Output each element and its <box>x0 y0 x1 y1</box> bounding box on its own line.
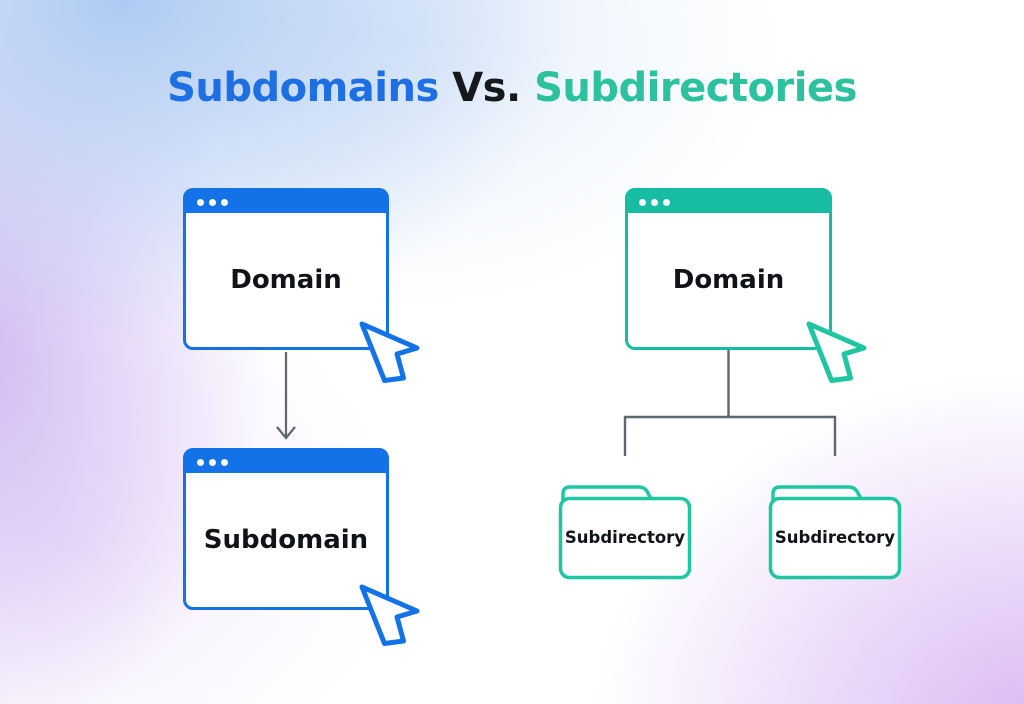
browser-window-domain-teal: Domain <box>625 188 832 350</box>
window-label: Domain <box>230 265 342 295</box>
cursor-arrow-icon <box>359 321 420 383</box>
browser-window-subdomain: Subdomain <box>183 448 389 610</box>
tree-connector <box>623 350 837 456</box>
down-arrow-icon <box>276 352 296 440</box>
cursor-arrow-icon <box>806 321 867 383</box>
window-dot-icon <box>221 198 228 206</box>
folder-shape <box>558 485 692 580</box>
window-label: Subdomain <box>203 525 369 555</box>
window-dot-icon <box>639 198 646 206</box>
browser-window-domain-blue: Domain <box>183 188 389 350</box>
window-body: Subdomain <box>186 473 386 607</box>
window-dot-icon <box>209 458 216 466</box>
title-subdirectories: Subdirectories <box>534 65 857 111</box>
title-subdomains: Subdomains <box>167 65 439 111</box>
window-dot-icon <box>651 198 658 206</box>
folder-shape <box>768 485 902 580</box>
folder-label: Subdirectory <box>774 528 896 547</box>
window-dot-icon <box>197 198 204 206</box>
window-label: Domain <box>672 265 785 295</box>
folder-icon: Subdirectory <box>768 483 902 580</box>
cursor-arrow-icon <box>359 584 420 646</box>
window-body: Domain <box>628 213 829 347</box>
window-dot-icon <box>197 458 204 466</box>
window-dot-icon <box>663 198 670 206</box>
page-title: Subdomains Vs. Subdirectories <box>0 64 1024 112</box>
window-titlebar <box>186 191 386 213</box>
folder-label: Subdirectory <box>564 528 686 547</box>
window-dot-icon <box>209 198 216 206</box>
title-vs: Vs. <box>452 65 521 111</box>
window-titlebar <box>628 191 829 213</box>
window-dot-icon <box>221 458 228 466</box>
window-body: Domain <box>186 213 386 347</box>
window-titlebar <box>186 451 386 473</box>
folder-icon: Subdirectory <box>558 483 692 580</box>
